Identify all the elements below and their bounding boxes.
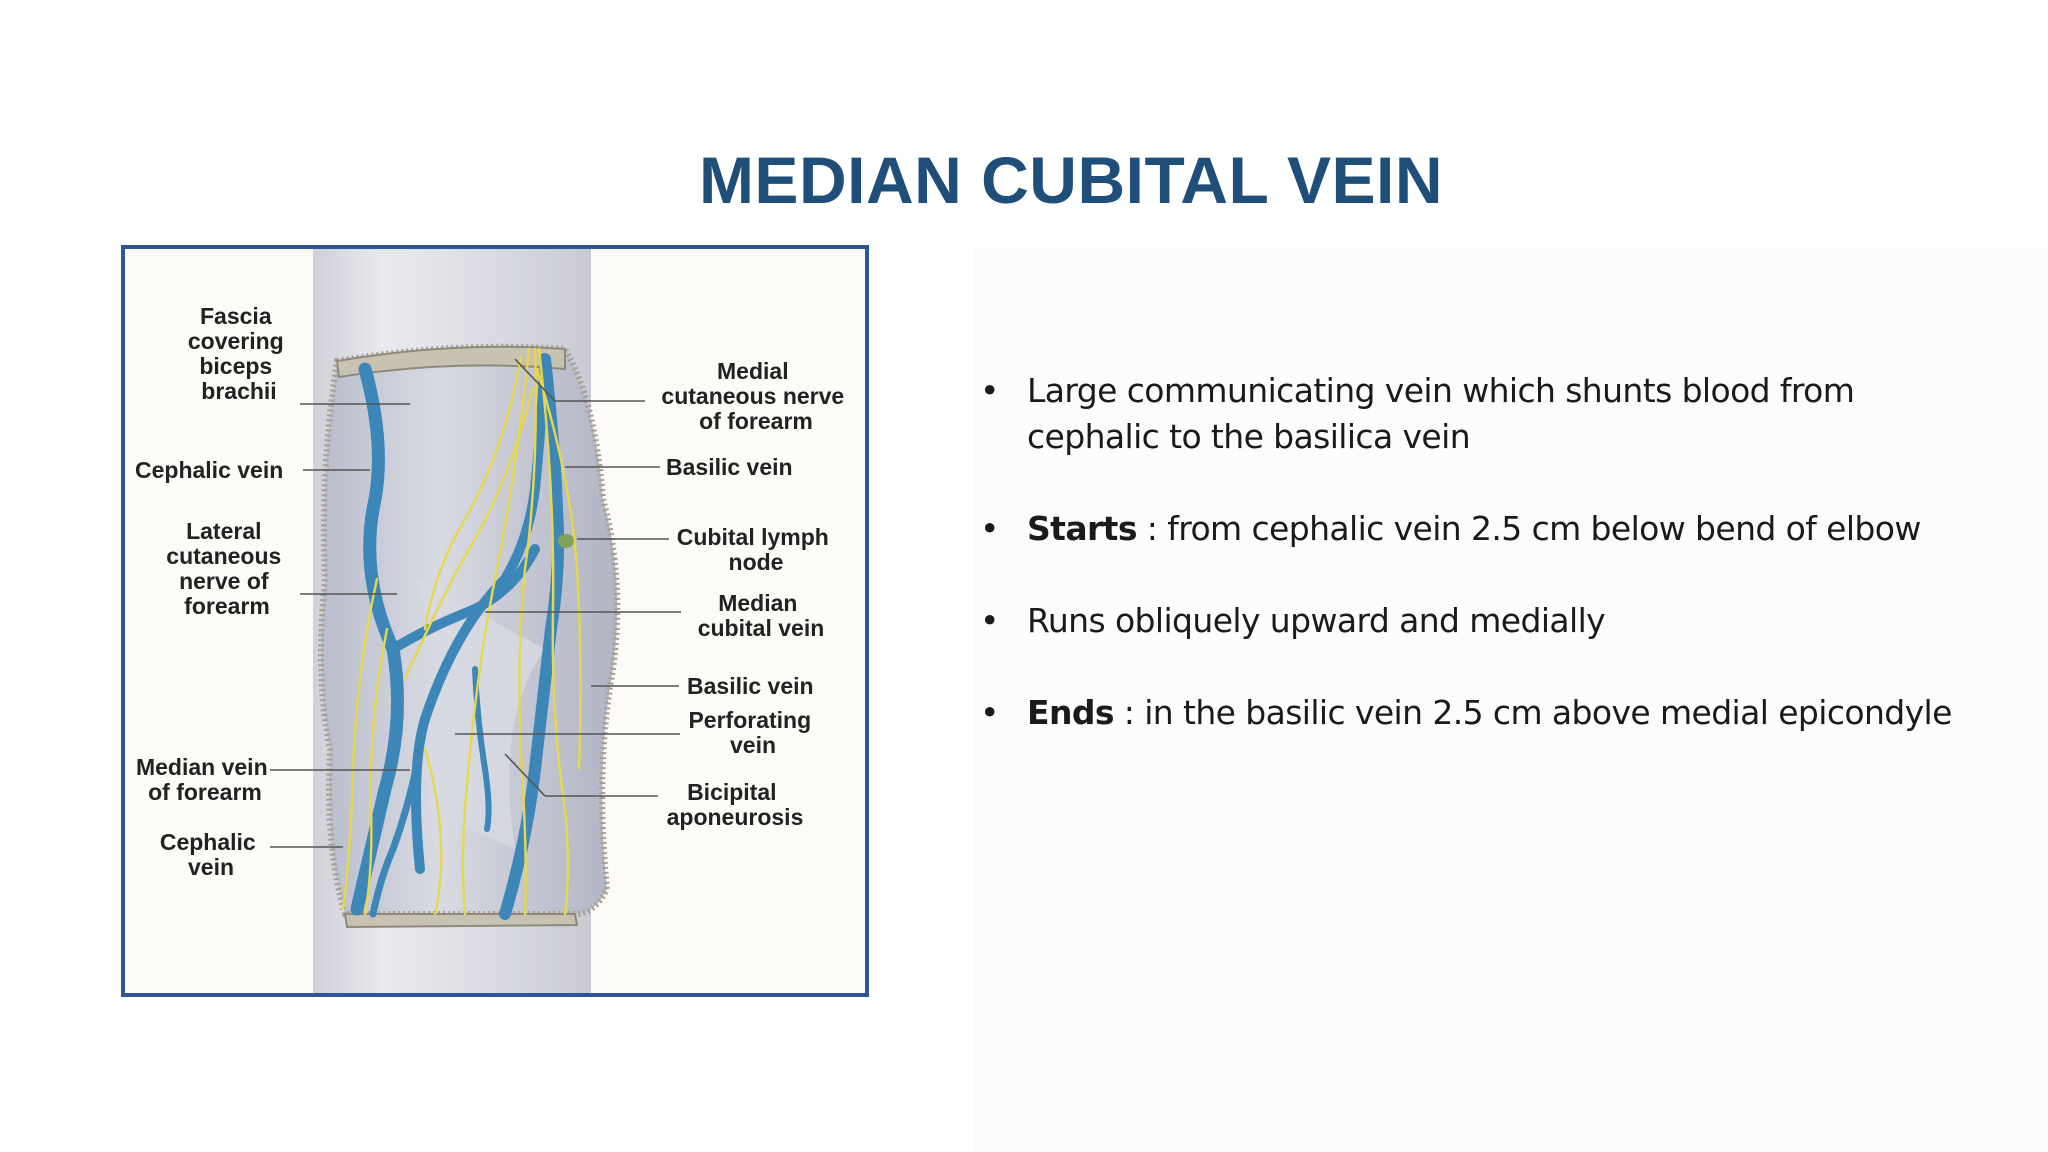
- bullet-bold: Starts: [1027, 509, 1137, 548]
- label-median-vein-forearm: Median vein of forearm: [136, 754, 274, 805]
- bullet-dot: •: [980, 368, 999, 414]
- label-medial-nerve: Medial cutaneous nerve of forearm: [661, 358, 850, 434]
- label-line: cutaneous: [166, 543, 281, 569]
- label-basilic-vein-upper: Basilic vein: [666, 454, 793, 480]
- label-line: Median: [718, 590, 797, 616]
- anatomy-figure: Fascia covering biceps brachii Cephalic …: [121, 245, 869, 997]
- bullet-text: Runs obliquely upward and medially: [1027, 601, 1605, 640]
- bullet-list: • Large communicating vein which shunts b…: [980, 368, 1980, 782]
- label-lateral-nerve: Lateral cutaneous nerve of forearm: [166, 518, 287, 619]
- bullet-item: • Starts : from cephalic vein 2.5 cm belo…: [980, 506, 1980, 552]
- label-line: brachii: [201, 378, 276, 404]
- label-line: aponeurosis: [667, 804, 804, 830]
- label-basilic-vein-lower: Basilic vein: [687, 673, 814, 699]
- label-line: Medial: [717, 358, 789, 384]
- label-line: node: [729, 549, 784, 575]
- label-line: Median vein: [136, 754, 268, 780]
- label-median-cubital: Median cubital vein: [698, 590, 825, 641]
- label-cubital-lymph: Cubital lymph node: [677, 524, 835, 575]
- label-line: Lateral: [186, 518, 261, 544]
- bullet-text: Large communicating vein which shunts bl…: [1027, 371, 1854, 456]
- label-line: Bicipital: [687, 779, 776, 805]
- anatomy-illustration: Fascia covering biceps brachii Cephalic …: [125, 249, 865, 993]
- bullet-bold: Ends: [1027, 693, 1114, 732]
- label-perforating: Perforating vein: [688, 707, 817, 758]
- label-line: forearm: [184, 593, 270, 619]
- label-line: biceps: [199, 353, 272, 379]
- label-cephalic-vein-upper: Cephalic vein: [135, 457, 283, 483]
- label-line: Cephalic vein: [135, 457, 283, 483]
- label-line: vein: [730, 732, 776, 758]
- label-line: of forearm: [148, 779, 262, 805]
- bullet-item: • Ends : in the basilic vein 2.5 cm above…: [980, 690, 1980, 736]
- bullet-item: • Runs obliquely upward and medially: [980, 598, 1980, 644]
- label-cephalic-vein-lower: Cephalic vein: [160, 829, 262, 880]
- label-fascia: Fascia covering biceps brachii: [188, 303, 290, 404]
- labels-left: Fascia covering biceps brachii Cephalic …: [135, 303, 290, 880]
- label-line: Cephalic: [160, 829, 256, 855]
- labels-right: Medial cutaneous nerve of forearm Basili…: [661, 358, 850, 830]
- label-line: Basilic vein: [687, 673, 814, 699]
- bullet-text: : in the basilic vein 2.5 cm above media…: [1114, 693, 1952, 732]
- label-line: Fascia: [200, 303, 272, 329]
- cubital-lymph-node: [558, 534, 574, 548]
- bullet-item: • Large communicating vein which shunts b…: [980, 368, 1980, 460]
- bullet-text: : from cephalic vein 2.5 cm below bend o…: [1137, 509, 1921, 548]
- bullet-dot: •: [980, 506, 999, 552]
- slide-title: MEDIAN CUBITAL VEIN: [0, 140, 2048, 220]
- label-line: vein: [188, 854, 234, 880]
- label-line: of forearm: [699, 408, 813, 434]
- label-bicipital: Bicipital aponeurosis: [667, 779, 804, 830]
- bullet-dot: •: [980, 690, 999, 736]
- label-line: nerve of: [179, 568, 269, 594]
- label-line: Perforating: [688, 707, 811, 733]
- label-line: cubital vein: [698, 615, 825, 641]
- label-line: Basilic vein: [666, 454, 793, 480]
- label-line: cutaneous nerve: [661, 383, 844, 409]
- bullet-dot: •: [980, 598, 999, 644]
- label-line: covering: [188, 328, 284, 354]
- label-line: Cubital lymph: [677, 524, 829, 550]
